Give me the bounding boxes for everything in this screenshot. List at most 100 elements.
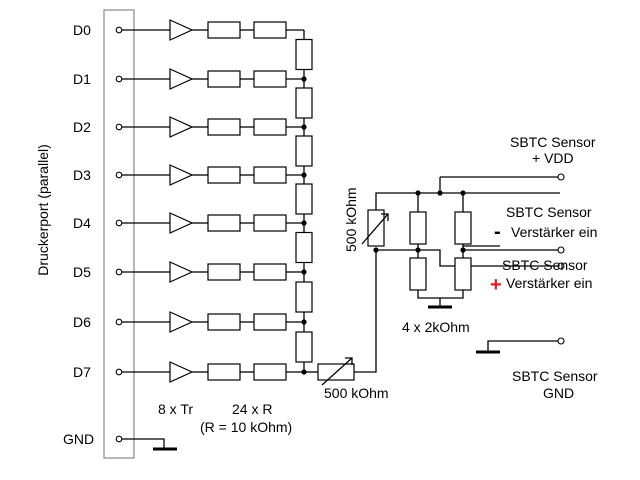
plus-label-line1: SBTC Sensor bbox=[502, 257, 588, 273]
buffer-transistor bbox=[169, 361, 194, 383]
bridge-resistor-upper-left bbox=[409, 211, 427, 245]
data-line-d5: D5 bbox=[73, 261, 307, 283]
pot-horizontal-label: 500 kOhm bbox=[324, 385, 389, 401]
data-line-d4: D4 bbox=[73, 212, 307, 234]
ladder-resistor-1 bbox=[295, 38, 313, 71]
ladder-resistor-7 bbox=[295, 331, 313, 363]
junction-mid-right bbox=[460, 247, 466, 253]
port-pin-label-d1: D1 bbox=[73, 71, 91, 87]
data-line-d0: D0 bbox=[73, 19, 304, 41]
resistor-ladder bbox=[295, 38, 313, 363]
ladder-resistor-4 bbox=[295, 183, 313, 215]
printer-port-label: Druckerport (parallel) bbox=[35, 144, 51, 275]
bridge-top-rail bbox=[375, 192, 560, 210]
series-resistor-2 bbox=[253, 166, 287, 184]
data-line-d7: D7 bbox=[73, 361, 307, 383]
port-pin-label-d2: D2 bbox=[73, 119, 91, 135]
port-pin-label-d4: D4 bbox=[73, 215, 91, 231]
bridge-label: 4 x 2kOhm bbox=[402, 319, 470, 335]
pot-arrow-head-vertical bbox=[381, 213, 389, 221]
output-pin-gnd bbox=[557, 337, 565, 345]
pot-arrow-vertical bbox=[361, 213, 389, 245]
port-pin-d1 bbox=[115, 75, 123, 83]
vdd-label-line1: SBTC Sensor bbox=[510, 134, 596, 150]
buffer-transistor bbox=[169, 68, 194, 90]
minus-label-line1: SBTC Sensor bbox=[506, 204, 592, 220]
transistor-count-label: 8 x Tr bbox=[158, 401, 193, 417]
series-resistor-1 bbox=[207, 118, 241, 136]
buffer-transistor bbox=[169, 19, 194, 41]
wire-pot-to-bridge bbox=[354, 250, 377, 373]
ladder-resistor-3 bbox=[295, 135, 313, 167]
series-resistor-1 bbox=[207, 263, 241, 281]
output-pin-minus bbox=[557, 246, 565, 254]
wire-port-gnd bbox=[122, 438, 165, 448]
series-resistor-2 bbox=[253, 70, 287, 88]
bridge-resistor-lower-right bbox=[454, 257, 472, 291]
series-resistor-1 bbox=[207, 214, 241, 232]
series-resistor-1 bbox=[207, 21, 241, 39]
junction-mid-left bbox=[415, 247, 421, 253]
bridge-resistor-lower-left bbox=[409, 257, 427, 291]
port-pin-label-d6: D6 bbox=[73, 314, 91, 330]
gnd-label-line2: GND bbox=[543, 385, 574, 401]
junction-vdd-left bbox=[415, 190, 421, 196]
minus-sign: - bbox=[494, 221, 501, 243]
data-line-d6: D6 bbox=[73, 311, 307, 333]
port-pin-d0 bbox=[115, 26, 123, 34]
data-line-d2: D2 bbox=[73, 116, 307, 138]
port-pin-d5 bbox=[115, 268, 123, 276]
buffer-transistor bbox=[169, 212, 194, 234]
data-line-d3: D3 bbox=[73, 164, 307, 186]
series-resistor-2 bbox=[253, 313, 287, 331]
series-resistor-1 bbox=[207, 166, 241, 184]
series-resistor-2 bbox=[253, 363, 287, 381]
port-pin-label-d3: D3 bbox=[73, 167, 91, 183]
pot-arrow-head-horizontal bbox=[345, 357, 353, 365]
port-pin-d2 bbox=[115, 123, 123, 131]
port-pin-d6 bbox=[115, 318, 123, 326]
port-pin-gnd bbox=[115, 435, 123, 443]
plus-label-line2: Verstärker ein bbox=[506, 275, 592, 291]
printer-port-connector bbox=[103, 9, 135, 459]
buffer-transistor bbox=[169, 261, 194, 283]
gnd-label-line1: SBTC Sensor bbox=[512, 368, 598, 384]
series-resistor-1 bbox=[207, 363, 241, 381]
output-pin-vdd bbox=[557, 173, 565, 181]
port-pin-label-d0: D0 bbox=[73, 22, 91, 38]
pot-arrow-horizontal bbox=[321, 357, 353, 386]
minus-label-line2: Verstärker ein bbox=[511, 224, 597, 240]
ladder-resistor-2 bbox=[295, 87, 313, 119]
junction-vdd-right bbox=[460, 190, 466, 196]
plus-sign: + bbox=[490, 274, 502, 296]
series-resistor-2 bbox=[253, 214, 287, 232]
buffer-transistor bbox=[169, 164, 194, 186]
ladder-resistor-6 bbox=[295, 281, 313, 313]
resistor-value-label: (R = 10 kOhm) bbox=[200, 419, 292, 435]
bridge-resistor-upper-right bbox=[454, 211, 472, 245]
series-resistor-2 bbox=[253, 263, 287, 281]
port-pin-gnd-label: GND bbox=[63, 431, 94, 447]
wire-wiper-to-plus bbox=[376, 249, 560, 267]
buffer-transistor bbox=[169, 116, 194, 138]
port-pin-d7 bbox=[115, 368, 123, 376]
port-pin-d3 bbox=[115, 171, 123, 179]
wire-sensor-gnd bbox=[487, 340, 558, 351]
pot-vertical-label: 500 kOhm bbox=[343, 187, 359, 252]
bridge-bottom-rail bbox=[417, 290, 464, 299]
resistor-count-label: 24 x R bbox=[232, 401, 272, 417]
data-line-d1: D1 bbox=[73, 68, 307, 90]
buffer-transistor bbox=[169, 311, 194, 333]
series-resistor-1 bbox=[207, 313, 241, 331]
series-resistor-2 bbox=[253, 118, 287, 136]
port-pin-label-d7: D7 bbox=[73, 364, 91, 380]
ladder-resistor-5 bbox=[295, 231, 313, 264]
series-resistor-2 bbox=[253, 21, 287, 39]
vdd-label-line2: + VDD bbox=[532, 150, 574, 166]
output-pin-plus bbox=[557, 262, 565, 270]
series-resistor-1 bbox=[207, 70, 241, 88]
port-pin-d4 bbox=[115, 219, 123, 227]
port-pin-label-d5: D5 bbox=[73, 264, 91, 280]
